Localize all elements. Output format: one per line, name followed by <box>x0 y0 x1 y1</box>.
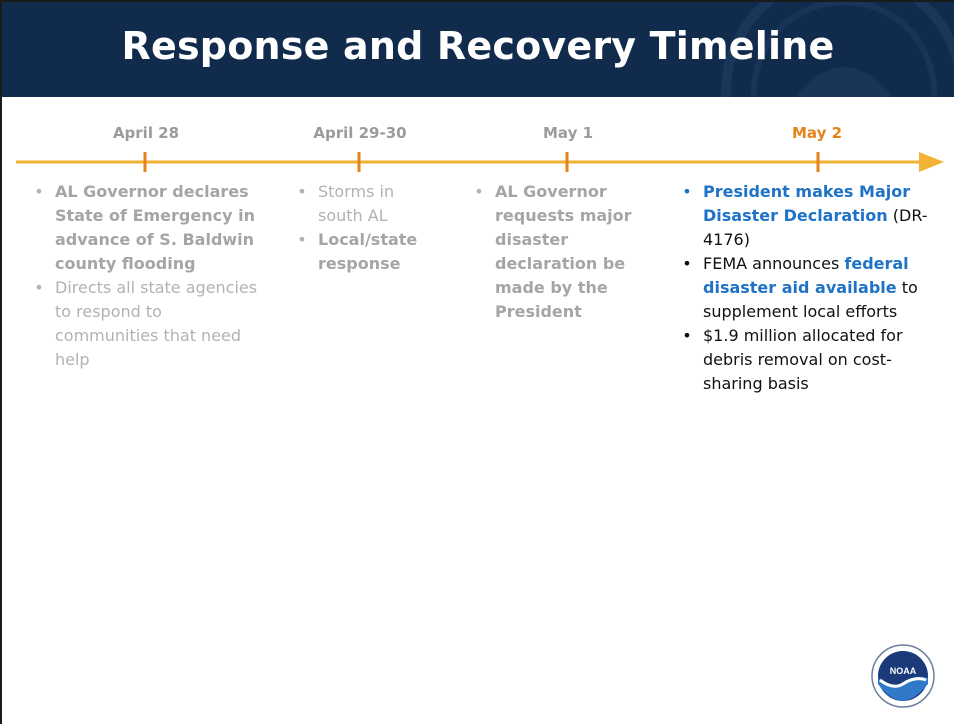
list-item: • Storms in south AL <box>290 180 440 228</box>
timeline-arrowhead-icon <box>919 152 944 172</box>
page-title: Response and Recovery Timeline <box>121 24 835 68</box>
bullet-icon: • <box>34 278 44 297</box>
list-item: • Directs all state agencies to respond … <box>27 276 262 372</box>
list-item: • FEMA announces federal disaster aid av… <box>675 252 950 324</box>
column-april-29-30: • Storms in south AL • Local/state respo… <box>290 180 440 276</box>
column-may-1: • AL Governor requests major disaster de… <box>467 180 652 324</box>
item-text: to supplement local efforts <box>703 278 918 321</box>
timeline-arrow <box>16 152 944 172</box>
item-text: (DR-4176) <box>703 206 928 249</box>
item-text: AL Governor declares State of Emergency … <box>55 182 255 273</box>
bullet-icon: • <box>682 326 692 345</box>
bullet-icon: • <box>34 182 44 201</box>
date-may-2: May 2 <box>791 124 843 142</box>
slide-border-top <box>0 0 954 2</box>
list-item: • AL Governor declares State of Emergenc… <box>27 180 262 276</box>
date-april-28: April 28 <box>112 124 180 142</box>
date-may-1: May 1 <box>542 124 594 142</box>
item-text-highlight: President makes Major Disaster Declarati… <box>703 182 911 225</box>
item-text-highlight: federal disaster aid available <box>703 254 909 297</box>
list-item: • Local/state response <box>290 228 440 276</box>
bullet-icon: • <box>474 182 484 201</box>
bullet-icon: • <box>297 230 307 249</box>
bullet-icon: • <box>682 182 692 201</box>
slide-border-left <box>0 0 2 724</box>
seal-watermark-icon <box>721 2 954 97</box>
title-bar: Response and Recovery Timeline <box>2 2 954 97</box>
item-text: $1.9 million allocated for debris remova… <box>703 326 903 393</box>
noaa-logo-icon: NOAA <box>871 644 935 708</box>
bullet-icon: • <box>682 254 692 273</box>
date-april-29-30: April 29-30 <box>313 124 407 142</box>
list-item: • AL Governor requests major disaster de… <box>467 180 652 324</box>
list-item: • President makes Major Disaster Declara… <box>675 180 950 252</box>
item-text: Storms in south AL <box>318 182 395 225</box>
column-may-2: • President makes Major Disaster Declara… <box>675 180 950 396</box>
item-text: FEMA announces <box>703 254 845 273</box>
bullet-icon: • <box>297 182 307 201</box>
item-text: Local/state response <box>318 230 418 273</box>
item-text: AL Governor requests major disaster decl… <box>495 182 632 321</box>
item-text: Directs all state agencies to respond to… <box>55 278 258 369</box>
noaa-logo-text: NOAA <box>890 666 917 676</box>
list-item: • $1.9 million allocated for debris remo… <box>675 324 950 396</box>
column-april-28: • AL Governor declares State of Emergenc… <box>27 180 262 372</box>
